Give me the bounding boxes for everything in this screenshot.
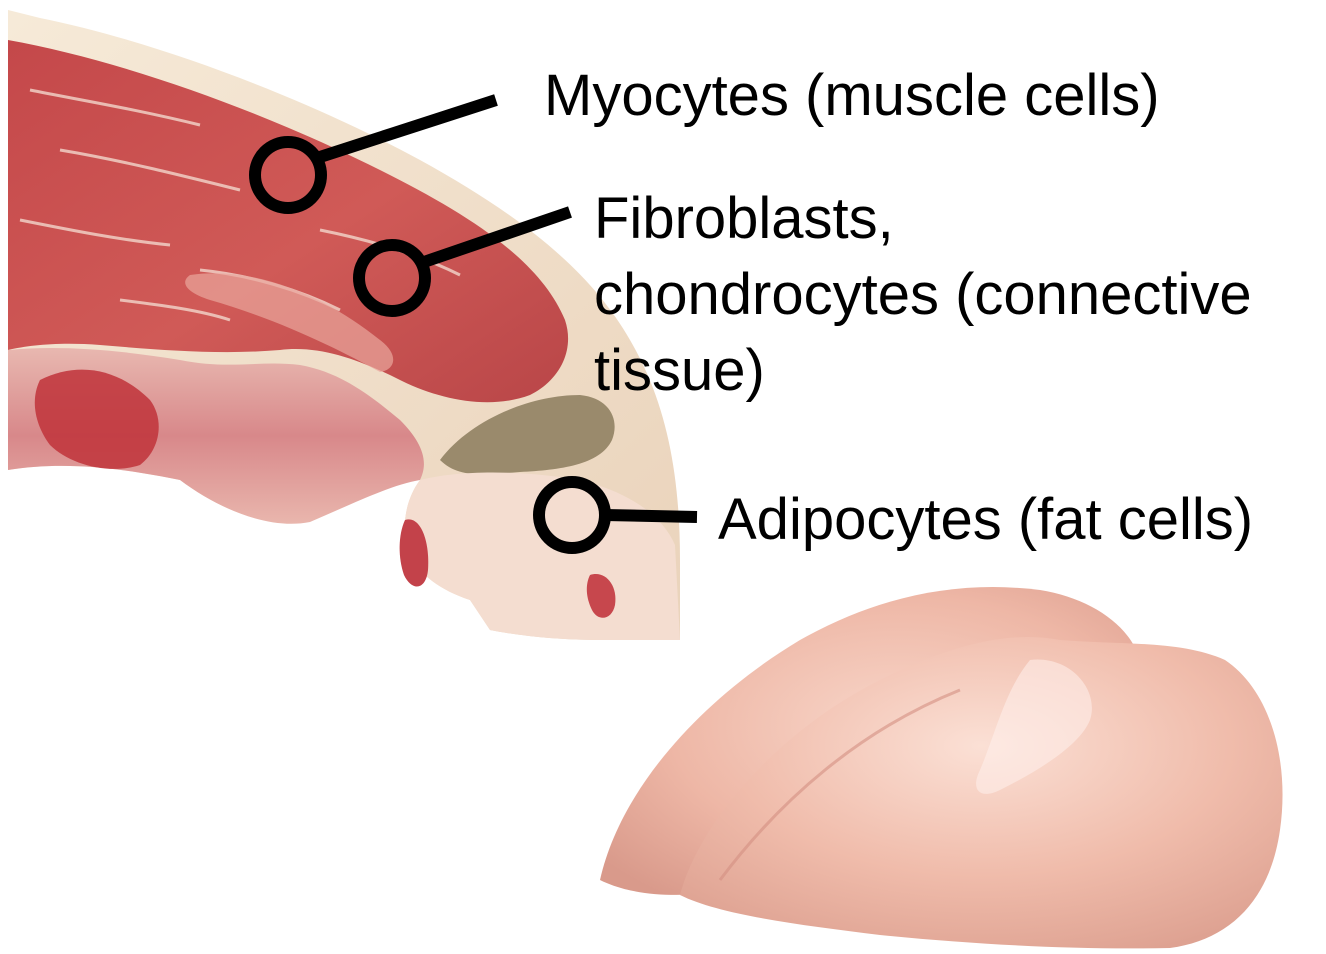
callout-line-adipocytes: [605, 515, 697, 517]
label-myocytes: Myocytes (muscle cells): [544, 58, 1160, 134]
label-adipocytes-text: Adipocytes (fat cells): [718, 482, 1253, 558]
label-fibroblasts-line-3: tissue): [594, 333, 1252, 409]
label-fibroblasts-line-2: chondrocytes (connective: [594, 257, 1252, 333]
label-adipocytes: Adipocytes (fat cells): [718, 482, 1253, 558]
label-fibroblasts: Fibroblasts, chondrocytes (connective ti…: [594, 181, 1252, 409]
label-myocytes-text: Myocytes (muscle cells): [544, 58, 1160, 134]
label-fibroblasts-line-1: Fibroblasts,: [594, 181, 1252, 257]
chicken-breast: [600, 587, 1283, 948]
